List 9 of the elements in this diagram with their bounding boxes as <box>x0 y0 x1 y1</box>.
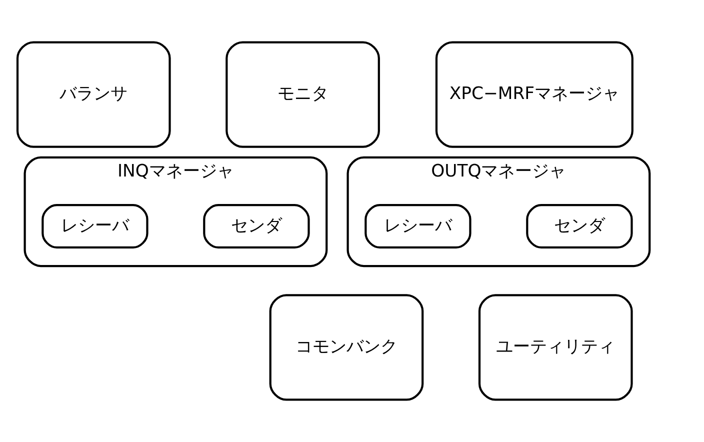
node-box: センダ <box>526 204 633 249</box>
node-box: レシーバ <box>364 204 472 249</box>
node-box: レシーバ <box>42 204 148 249</box>
node-box: モニタ <box>226 41 380 148</box>
node-box: コモンバンク <box>269 294 424 401</box>
node-box: バランサ <box>16 41 171 148</box>
node-box: XPC−MRFマネージャ <box>435 41 634 148</box>
node-box: センダ <box>203 204 310 249</box>
node-box: ユーティリティ <box>478 294 633 401</box>
